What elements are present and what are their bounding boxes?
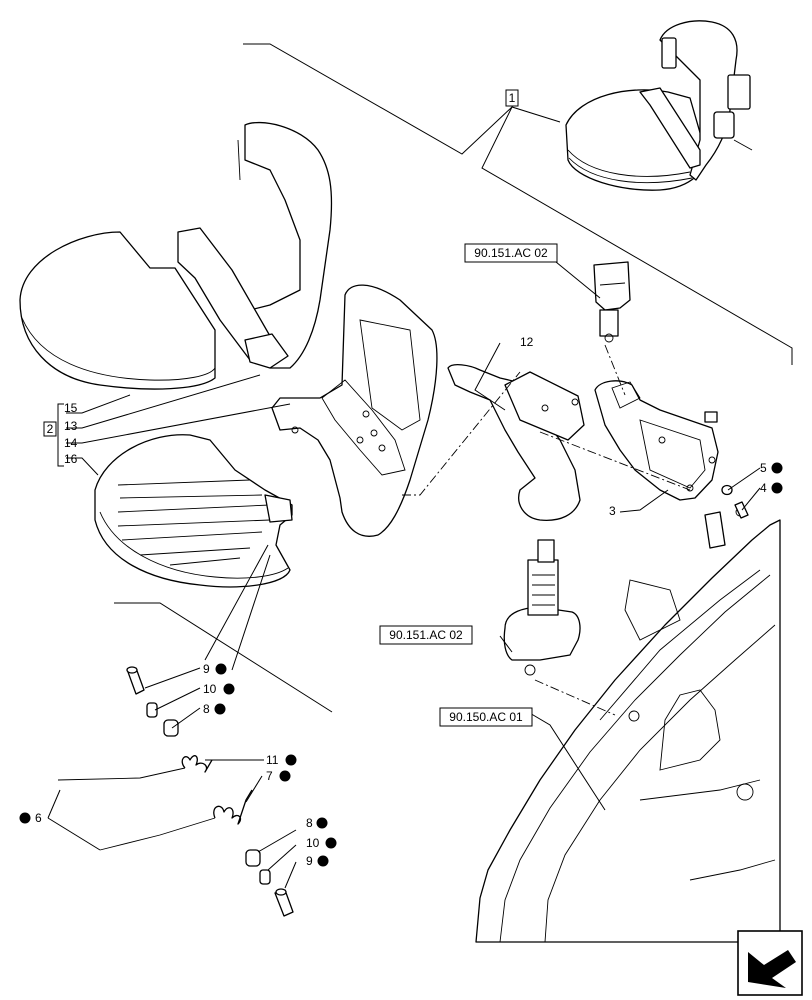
bullet-7 xyxy=(279,770,291,782)
assembly-2-label: 2 xyxy=(47,422,54,436)
assembly-leader-lines xyxy=(243,43,793,365)
callout-10a: 10 xyxy=(203,682,217,696)
assembly-axis-lines xyxy=(402,344,691,716)
assembly-1-callout: 1 xyxy=(505,89,519,107)
callout-4: 4 xyxy=(760,481,767,495)
reference-retractor: 90.151.AC 02 xyxy=(379,625,473,645)
assembly-1-label: 1 xyxy=(509,91,516,105)
reference-retractor-label: 90.151.AC 02 xyxy=(389,628,463,642)
callout-7: 7 xyxy=(266,769,273,783)
assembly-2-box xyxy=(43,421,57,437)
mounting-bracket-part-12 xyxy=(447,364,585,521)
callout-9b: 9 xyxy=(306,854,313,868)
cab-frame xyxy=(475,507,781,943)
bullet-6 xyxy=(19,812,31,824)
reference-cab-frame: 90.150.AC 01 xyxy=(439,707,533,727)
seatbelt-buckle xyxy=(593,261,631,343)
bullet-8a xyxy=(214,703,226,715)
bullet-9a xyxy=(215,663,227,675)
callout-10b: 10 xyxy=(306,836,320,850)
callout-16: 16 xyxy=(64,452,78,466)
callout-6: 6 xyxy=(35,811,42,825)
buckle-bracket-part-3 xyxy=(594,380,719,501)
callout-13: 13 xyxy=(64,419,78,433)
callout-9a: 9 xyxy=(203,662,210,676)
reference-cab-frame-label: 90.150.AC 01 xyxy=(449,710,523,724)
seat-back-plate-part-14 xyxy=(271,284,438,537)
callout-leaders xyxy=(47,261,761,889)
bullet-8b xyxy=(316,817,328,829)
bullet-11 xyxy=(285,754,297,766)
bullet-10b xyxy=(325,837,337,849)
item-callouts: 15 13 14 16 12 3 5 4 9 10 8 11 7 6 8 10 … xyxy=(19,335,783,868)
bullet-5 xyxy=(771,462,783,474)
callout-3: 3 xyxy=(609,504,616,518)
bullet-9b xyxy=(317,855,329,867)
bullet-10a xyxy=(223,683,235,695)
seatbelt-retractor xyxy=(503,539,581,676)
callout-5: 5 xyxy=(760,461,767,475)
next-page-arrow-icon[interactable] xyxy=(737,930,803,996)
assembly-2-bracket: 2 xyxy=(43,403,64,467)
callout-14: 14 xyxy=(64,436,78,450)
hinge-hardware xyxy=(57,484,749,917)
assembly-1-box xyxy=(505,89,519,107)
reference-buckle: 90.151.AC 02 xyxy=(464,243,558,263)
callout-12: 12 xyxy=(520,335,534,349)
callout-8a: 8 xyxy=(203,702,210,716)
callout-15: 15 xyxy=(64,401,78,415)
reference-buckle-label: 90.151.AC 02 xyxy=(474,246,548,260)
callout-11: 11 xyxy=(266,753,279,767)
bullet-4 xyxy=(771,482,783,494)
callout-8b: 8 xyxy=(306,816,313,830)
complete-seat-assembly xyxy=(565,20,753,191)
seat-pan-frame-part-16 xyxy=(94,434,293,588)
seat-cushion-part-15 xyxy=(19,121,333,390)
